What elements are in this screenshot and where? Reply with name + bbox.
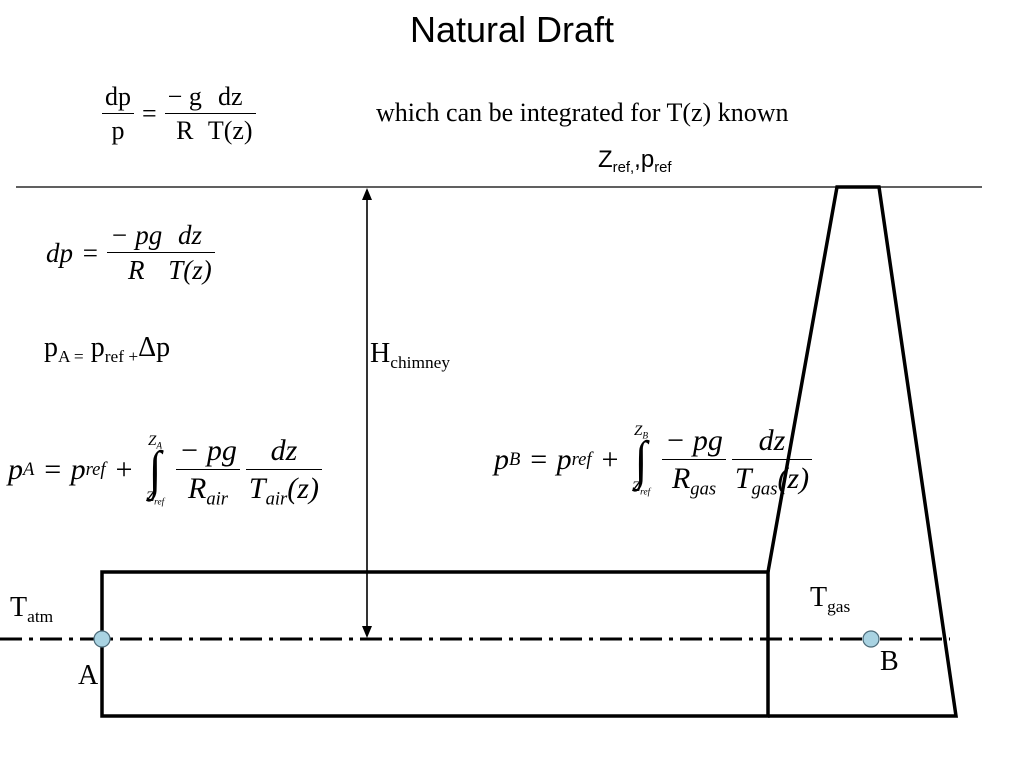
fraction-dz-over-tair: dz Tair(z) [245,435,322,508]
upper-limit: ZB [633,423,648,442]
numerator: dp [102,84,134,114]
pa-definition: pA = pref +Δp [44,332,171,366]
r-subscript: gas [690,478,717,500]
z-symbol: Z [598,146,613,173]
r-subscript: air [206,488,229,510]
integral-sign: ZB ∫ Zref [631,423,651,498]
p-symbol: p [8,452,23,486]
z-subscript: ref, [612,160,635,177]
t-symbol: T [734,461,752,495]
h-subscript: chimney [390,353,451,373]
numerator: − pg [662,425,726,460]
t-gas-label: Tgas [810,582,850,616]
p-symbol: p [44,332,58,363]
dp-symbol: dp [46,237,73,268]
upper-limit: ZA [147,433,162,452]
p-subscript: ref [654,160,672,177]
delta-p: Δp [138,332,171,363]
fraction-dz-over-tgas: dz Tgas(z) [731,425,813,498]
upper-limit-subscript: B [642,431,648,442]
chimney-height-label: Hchimney [370,338,450,372]
fraction-pg-over-rair: − pg Rair [176,435,240,508]
fraction-dz-over-tz: dz T(z) [165,222,215,284]
reference-label: Zref,,pref [598,146,672,176]
t-subscript: gas [827,597,851,617]
plus-sign: + [599,442,620,476]
integral-icon: ∫ [148,440,162,499]
pref-subscript: ref + [104,347,139,367]
equals-sign: = [528,442,549,476]
r-symbol: R [188,471,207,505]
upper-limit-symbol: Z [633,423,643,439]
numerator: dz [245,435,322,470]
point-a-label: A [78,660,99,691]
t-subscript: gas [751,478,778,500]
plus-sign: + [113,452,134,486]
lower-limit-subscript: ref [154,497,165,508]
pref-symbol: p [556,442,572,476]
t-subscript: atm [27,607,54,627]
lower-limit-subscript: ref [640,487,651,498]
numerator: − pg [176,435,240,470]
equation-pressure-ratio: dp p = − g R dz T(z) [102,84,256,144]
chimney-outline [766,185,959,718]
point-a-marker [93,630,111,648]
lower-limit-symbol: Z [145,489,155,506]
fraction-dz-over-t: dz T(z) [204,84,256,145]
denominator: Rair [176,470,240,508]
page-title: Natural Draft [409,9,615,50]
denominator: Rgas [662,460,726,498]
denominator: R [176,116,194,145]
t-atm-label: Tatm [10,592,53,626]
h-symbol: H [370,338,391,369]
point-b-marker [862,630,880,648]
equals-sign: = [142,99,157,128]
denominator: Tair(z) [246,470,322,508]
p-symbol: p [494,442,509,476]
fraction-g-over-r: − g R [164,84,205,145]
denominator: Tgas(z) [732,460,812,498]
arrow-head-bottom [362,626,372,638]
equation-dp: dp = − pg R dz T(z) [46,222,215,284]
pref-symbol: p [70,452,86,486]
numerator: − pg [107,222,166,253]
numerator: dz [165,222,215,253]
lower-limit: Zref [631,479,651,498]
p-symbol: ,p [634,146,655,173]
t-argument: (z) [287,471,319,505]
t-argument: (z) [777,461,810,495]
integral-sign: ZA ∫ Zref [145,433,165,508]
fraction-dp-over-p: dp p [102,84,134,144]
denominator: T(z) [207,116,253,145]
denominator: p [111,116,125,145]
t-subscript: air [265,488,288,510]
t-symbol: T [248,471,266,505]
t-symbol: T [810,582,828,613]
numerator: dz [204,84,256,114]
equals-sign: = [81,237,100,268]
denominator: R [127,255,145,285]
numerator: − g [164,84,205,114]
lower-limit-symbol: Z [631,479,641,496]
pref-symbol: p [83,332,105,363]
furnace-box [100,570,770,718]
numerator: dz [731,425,813,460]
t-symbol: T [10,592,28,623]
fraction-pg-over-rgas: − pg Rgas [662,425,726,498]
p-subscript: A = [58,347,84,367]
upper-limit-subscript: A [156,441,162,452]
r-symbol: R [671,461,691,495]
integral-icon: ∫ [634,430,648,489]
equals-sign: = [42,452,63,486]
point-b-label: B [880,646,899,677]
lower-limit: Zref [145,489,165,508]
integration-note: which can be integrated for T(z) known [376,98,789,127]
upper-limit-symbol: Z [147,433,157,449]
denominator: T(z) [168,255,212,285]
arrow-head-top [362,188,372,200]
fraction-pg-over-r: − pg R [107,222,166,285]
